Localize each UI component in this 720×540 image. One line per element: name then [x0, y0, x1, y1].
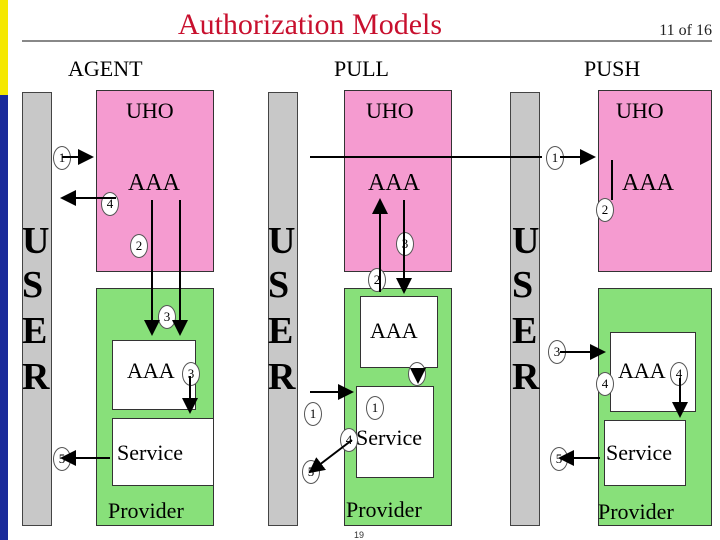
agent-step-3b: 3 — [182, 362, 200, 386]
push-user-bar — [510, 92, 540, 526]
agent-header: AGENT — [68, 56, 143, 81]
agent-user-letter-r: R — [22, 356, 50, 398]
agent-step-2: 2 — [130, 234, 148, 258]
pull-user-letter-s: S — [268, 264, 290, 306]
pull-step-1-user: 1 — [304, 402, 322, 426]
agent-aaa-bottom: AAA — [127, 358, 175, 383]
pull-step-4a: 4 — [408, 362, 426, 386]
left-edge-accent — [0, 0, 8, 95]
pull-step-3: 3 — [396, 232, 414, 256]
agent-user-letter-s: S — [22, 264, 44, 306]
agent-service-label: Service — [117, 440, 183, 465]
agent-aaa-top: AAA — [128, 170, 180, 196]
title-rule — [22, 40, 712, 42]
push-step-4b: 4 — [670, 362, 688, 386]
push-header: PUSH — [584, 56, 641, 81]
agent-step-1: 1 — [53, 146, 71, 170]
agent-user-letter-e: E — [22, 310, 48, 352]
pull-aaa-box — [360, 296, 438, 368]
push-user-letter-e: E — [512, 310, 538, 352]
push-step-4a: 4 — [596, 372, 614, 396]
pull-aaa-bottom: AAA — [370, 318, 418, 343]
push-provider-label: Provider — [598, 499, 674, 524]
agent-provider-label: Provider — [108, 498, 184, 523]
pull-step-1-top: 1 — [546, 146, 564, 170]
pull-user-letter-r: R — [268, 356, 296, 398]
push-aaa-bottom: AAA — [618, 358, 666, 383]
agent-user-letter-u: U — [22, 220, 50, 262]
push-user-letter-r: R — [512, 356, 540, 398]
pull-user-letter-e: E — [268, 310, 294, 352]
agent-service-box — [112, 418, 214, 486]
push-user-letter-s: S — [512, 264, 534, 306]
agent-uho-label: UHO — [126, 98, 174, 123]
pull-provider-label: Provider — [346, 497, 422, 522]
pull-service-label: Service — [356, 425, 422, 450]
pull-aaa-top: AAA — [368, 170, 420, 196]
pull-header: PULL — [334, 56, 389, 81]
push-step-3: 3 — [548, 340, 566, 364]
push-uho-label: UHO — [616, 98, 664, 123]
slide-title: Authorization Models — [177, 8, 443, 41]
agent-user-bar — [22, 92, 52, 526]
agent-step-4: 4 — [101, 192, 119, 216]
pull-uho-label: UHO — [366, 98, 414, 123]
pull-step-5: 5 — [302, 460, 320, 484]
push-step-5: 5 — [550, 447, 568, 471]
left-edge-bar — [0, 0, 8, 540]
agent-uho-domain — [96, 90, 214, 272]
pull-step-2: 2 — [368, 268, 386, 292]
agent-step-3a: 3 — [158, 305, 176, 329]
push-step-2: 2 — [596, 198, 614, 222]
pull-step-1-service: 1 — [366, 396, 384, 420]
pull-step-4b: 4 — [340, 428, 358, 452]
push-uho-domain — [598, 90, 712, 272]
push-aaa-top: AAA — [622, 170, 674, 196]
footer-number: 19 — [354, 530, 365, 540]
page-number: 11 of 16 — [659, 22, 712, 39]
push-service-label: Service — [606, 440, 672, 465]
agent-step-5: 5 — [53, 447, 71, 471]
push-service-box — [604, 420, 686, 486]
push-user-letter-u: U — [512, 220, 540, 262]
pull-user-bar — [268, 92, 298, 526]
pull-user-letter-u: U — [268, 220, 296, 262]
